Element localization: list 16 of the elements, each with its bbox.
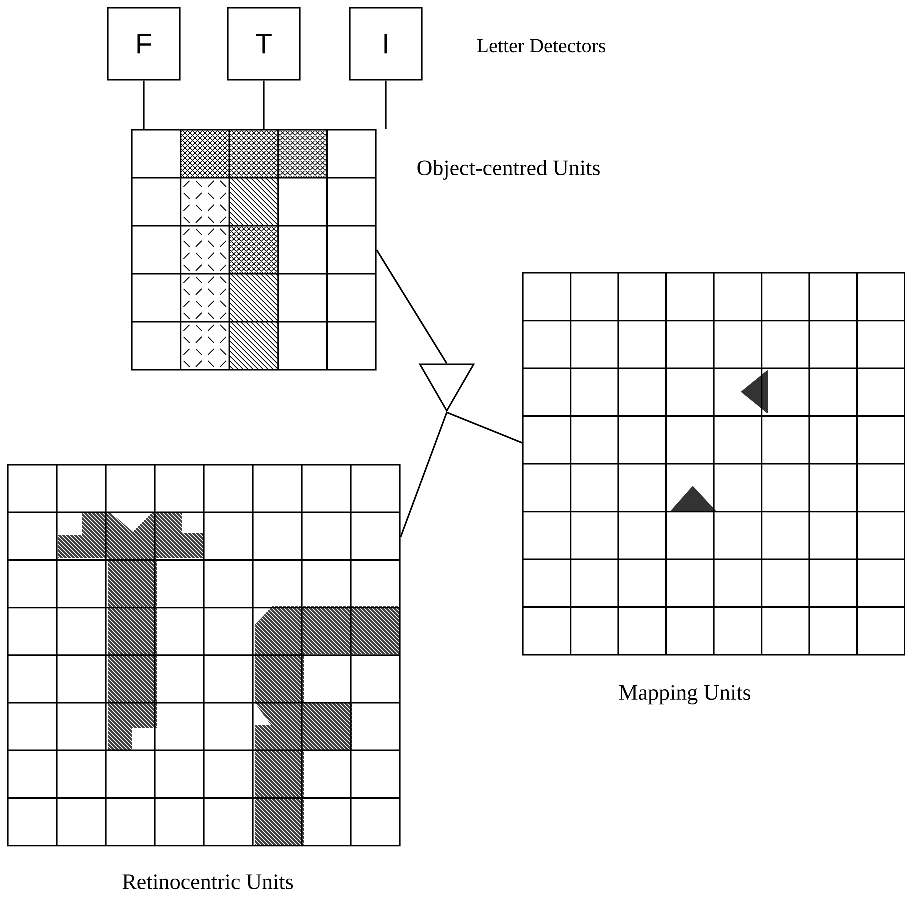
retinal-unit-grid [7, 464, 401, 847]
connector-line [376, 250, 448, 364]
connector-line [446, 412, 522, 444]
grid-caption: Retinocentric Units [122, 874, 294, 890]
connector-line [400, 412, 448, 538]
row-caption: Letter Detectors [477, 39, 606, 53]
letter-box: T [227, 7, 301, 81]
letter-box: F [107, 7, 181, 81]
connector-line [263, 80, 265, 130]
grid-caption: Object-centred Units [418, 160, 600, 180]
connector-line [143, 80, 145, 130]
mapping-unit-grid [522, 272, 905, 656]
object-unit-grid [131, 129, 377, 371]
connector-line [385, 80, 387, 130]
letter-box: I [349, 7, 423, 81]
grid-caption: Mapping Units [619, 685, 751, 705]
